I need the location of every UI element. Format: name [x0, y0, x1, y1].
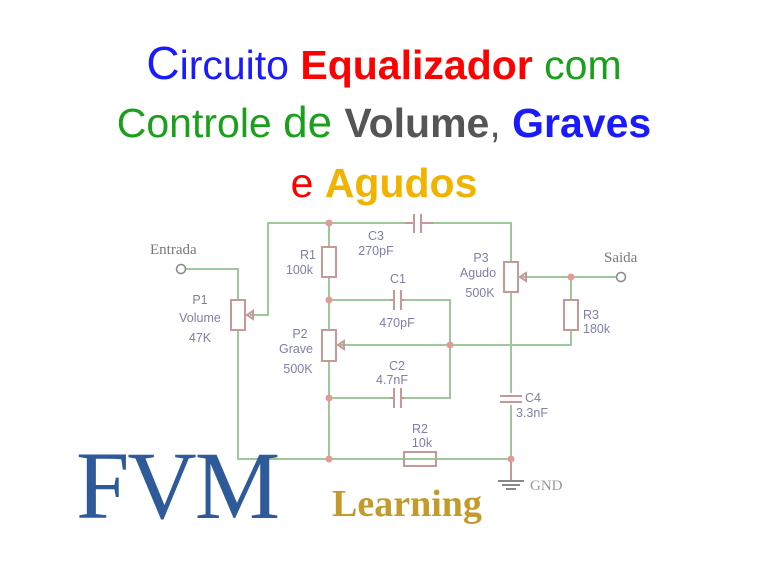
p1-value: 47K: [189, 331, 212, 345]
title-line-1: Circuito Equalizador com: [0, 38, 768, 90]
capacitor-c1: [390, 290, 404, 310]
logo-fvm: FVM: [76, 432, 278, 539]
wires: [181, 222, 616, 460]
c2-name: C2: [389, 359, 405, 373]
wiper-arrow-p1: [245, 309, 254, 321]
c1-value: 470pF: [379, 316, 415, 330]
p3-value: 500K: [465, 286, 495, 300]
input-terminal: [175, 263, 187, 275]
c1-name: C1: [390, 272, 406, 286]
p2-name: P2: [292, 327, 307, 341]
capacitor-c3: [405, 214, 433, 233]
logo-learning: Learning: [332, 483, 482, 525]
potentiometer-p3: [503, 261, 519, 293]
title-word: Volume: [344, 100, 490, 146]
capacitor-c4: [500, 395, 522, 403]
r3-name: R3: [583, 308, 599, 322]
c4-name: C4: [525, 391, 541, 405]
p1-name: P1: [192, 293, 207, 307]
potentiometer-p1: [230, 299, 246, 331]
r2-value: 10k: [412, 436, 433, 450]
capacitor-c2: [390, 388, 404, 408]
title-word: Equalizador: [300, 42, 533, 88]
p3-name: P3: [473, 251, 488, 265]
r2-name: R2: [412, 422, 428, 436]
wiper-arrow-p2: [336, 339, 345, 351]
ground-symbol: [498, 459, 524, 490]
output-terminal: [615, 271, 627, 283]
title-word: ,: [489, 100, 513, 146]
resistor-r3: [563, 299, 579, 331]
input-label: Entrada: [150, 242, 197, 258]
wiper-arrow-p3: [518, 271, 527, 283]
p3-role: Agudo: [460, 266, 496, 280]
c3-value: 270pF: [358, 244, 394, 258]
p2-value: 500K: [283, 362, 313, 376]
title-line-3: e Agudos: [0, 158, 768, 208]
title-word: Agudos: [324, 160, 478, 206]
title-line-2: Controle de Volume, Graves: [0, 98, 768, 148]
p1-role: Volume: [179, 311, 221, 325]
c4-value: 3.3nF: [516, 406, 548, 420]
c2-value: 4.7nF: [376, 373, 408, 387]
title-word: ircuito: [179, 42, 301, 88]
output-label: Saida: [604, 250, 638, 266]
junction-nodes: [325, 219, 575, 463]
title-word: e: [290, 160, 325, 206]
potentiometer-p2: [321, 329, 337, 362]
resistor-r1: [321, 246, 337, 278]
p2-role: Grave: [279, 342, 313, 356]
r3-value: 180k: [583, 322, 611, 336]
r1-value: 100k: [286, 263, 314, 277]
title-word: de: [283, 98, 345, 147]
title-word: Controle: [116, 100, 284, 146]
c3-name: C3: [368, 229, 384, 243]
ground-label: GND: [530, 478, 563, 494]
title-word: com: [532, 42, 622, 88]
r1-name: R1: [300, 248, 316, 262]
title-word: Graves: [512, 100, 652, 146]
title-word: C: [146, 37, 180, 89]
